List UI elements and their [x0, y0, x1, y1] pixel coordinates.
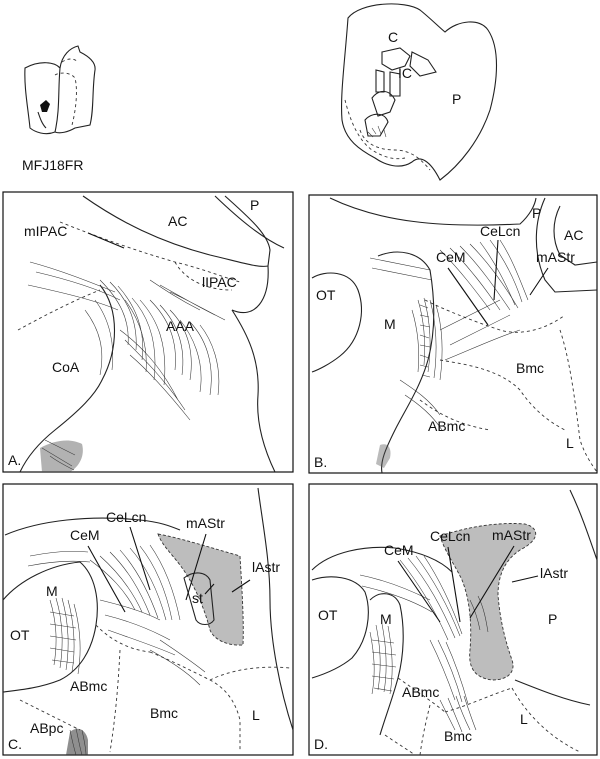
panel-a-leader-mipac: [87, 232, 125, 249]
panel-c-leader-lastr: [231, 579, 251, 593]
panel-a-label-lipac: lIPAC: [202, 274, 237, 290]
panel-c-label-abmc: ABmc: [70, 678, 107, 694]
panel-b-leader-celcn: [493, 239, 499, 301]
panel-d-label-celcn: CeLcn: [430, 528, 470, 544]
panel-d-fibers: [359, 555, 489, 733]
panel-c-letter: C.: [8, 736, 22, 752]
panel-b-label-celcn: CeLcn: [480, 223, 520, 239]
panel-c-leader-celcn: [129, 526, 151, 591]
panel-d-leader-celcn: [447, 546, 461, 623]
panel-d-label-m: M: [380, 611, 392, 627]
panel-c-lastr-shading: [157, 533, 244, 646]
specimen-id: MFJ18FR: [22, 157, 83, 173]
panel-c-fibers: [27, 544, 206, 756]
panel-b-leader-cem: [447, 267, 489, 326]
panel-d-label-cem: CeM: [384, 542, 414, 558]
panel-d-label-lastr: lAstr: [540, 565, 568, 581]
panel-d-leader-mastr: [469, 545, 515, 619]
panel-a-fibers: [27, 261, 226, 471]
panel-b-fibers: [369, 239, 529, 431]
panel-a-label-aaa: AAA: [166, 318, 195, 334]
panel-c-label-mastr: mAStr: [186, 515, 225, 531]
panel-c-label-lastr: lAstr: [252, 559, 280, 575]
panel-a-label-coa: CoA: [52, 359, 80, 375]
panel-b-label-ot: OT: [316, 287, 336, 303]
panel-d-label-p: P: [548, 611, 557, 627]
panel-b-label-l: L: [566, 435, 574, 451]
panel-b-frame: [308, 194, 598, 474]
panel-b-label-m: M: [384, 316, 396, 332]
panel-c-label-bmc: Bmc: [150, 705, 178, 721]
panel-d-label-ot: OT: [318, 607, 338, 623]
panel-d-label-l: L: [520, 711, 528, 727]
panel-d-frame: [308, 483, 598, 756]
panel-d-label-abmc: ABmc: [402, 684, 439, 700]
panel-b-label-abmc: ABmc: [428, 418, 465, 434]
panel-d-leader-cem: [397, 560, 441, 623]
panel-b: [308, 194, 598, 474]
thumbnail-brain: [24, 45, 96, 135]
panel-d-leader-lastr: [511, 575, 539, 583]
panel-c: [2, 483, 294, 756]
overview-label-c: C: [388, 29, 398, 45]
overview-label-p: P: [452, 91, 461, 107]
panel-c-label-cem: CeM: [70, 527, 100, 543]
panel-c-label-ot: OT: [10, 627, 30, 643]
panel-a-letter: A.: [8, 452, 21, 468]
panel-b-label-bmc: Bmc: [516, 360, 544, 376]
panel-d: [308, 483, 598, 756]
panel-c-frame: [2, 483, 294, 756]
panel-b-label-p: P: [532, 205, 541, 221]
panel-c-leader-cem: [87, 545, 126, 613]
panel-d-label-mastr: mAStr: [492, 527, 531, 543]
panel-a-label-mipac: mIPAC: [24, 223, 67, 239]
panel-c-leader-st: [204, 583, 215, 595]
panel-a: [2, 191, 294, 473]
panel-d-lastr-shading: [439, 523, 537, 681]
panel-c-label-st: st: [192, 590, 203, 606]
panel-c-leader-mastr: [185, 533, 207, 601]
panel-b-letter: B.: [314, 454, 327, 470]
panel-c-label-m: M: [46, 583, 58, 599]
panel-b-label-ac: AC: [564, 227, 583, 243]
panel-a-label-p: P: [250, 197, 259, 213]
panel-b-leader-mastr: [529, 267, 549, 296]
panel-c-label-l: L: [252, 707, 260, 723]
panel-d-letter: D.: [314, 736, 328, 752]
panel-b-label-mastr: mAStr: [536, 249, 575, 265]
overview-label-ic: IC: [398, 65, 412, 81]
panel-c-label-celcn: CeLcn: [106, 509, 146, 525]
panel-a-label-ac: AC: [168, 213, 187, 229]
panel-a-frame: [2, 191, 294, 473]
panel-d-label-bmc: Bmc: [444, 728, 472, 744]
panel-b-label-cem: CeM: [436, 249, 466, 265]
panel-c-label-abpc: ABpc: [30, 720, 63, 736]
overview-section: [340, 3, 498, 181]
